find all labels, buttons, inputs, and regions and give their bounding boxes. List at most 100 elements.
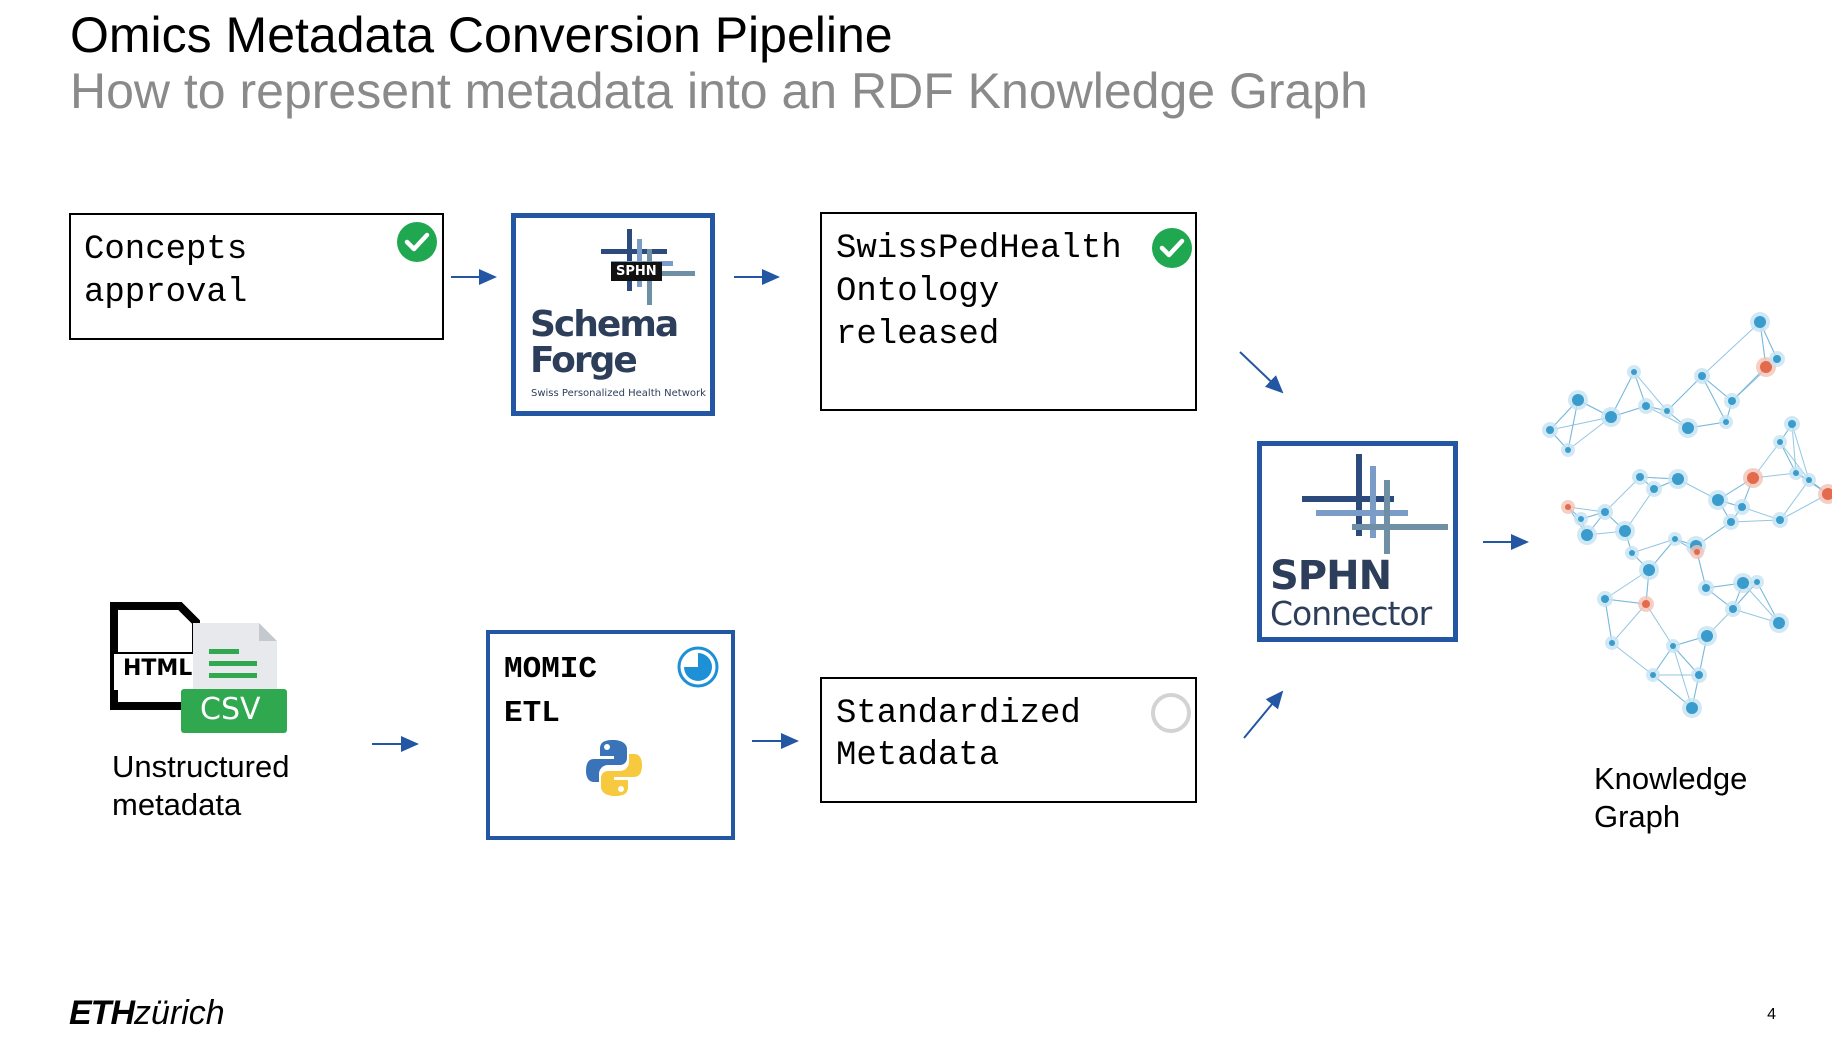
sphn-badge: SPHN bbox=[611, 262, 662, 281]
arrow-standardized-to-connector bbox=[1243, 690, 1284, 739]
slide-subtitle: How to represent metadata into an RDF Kn… bbox=[70, 63, 1368, 119]
graph-node bbox=[1619, 525, 1631, 537]
eth-zurich-logo: ETHzürich bbox=[69, 995, 225, 1031]
graph-edge bbox=[1730, 519, 1781, 523]
graph-edge bbox=[1549, 416, 1612, 431]
graph-node bbox=[1601, 508, 1609, 516]
graph-edge bbox=[1604, 476, 1641, 513]
html-file-label: HTML bbox=[123, 656, 193, 681]
graph-node bbox=[1698, 372, 1706, 380]
graph-node bbox=[1672, 473, 1684, 485]
check-icon bbox=[1152, 228, 1192, 268]
knowledge-graph-network bbox=[1542, 312, 1832, 718]
graph-edge bbox=[1611, 642, 1654, 676]
graph-node bbox=[1712, 494, 1724, 506]
unstructured-caption: Unstructured metadata bbox=[112, 749, 290, 822]
sphn-connector-line1: SPHN bbox=[1270, 553, 1392, 599]
momic-etl-label: MOMIC ETL bbox=[504, 652, 598, 731]
check-icon bbox=[397, 222, 437, 262]
graph-edge bbox=[1791, 423, 1810, 481]
graph-node bbox=[1695, 671, 1703, 679]
graph-node bbox=[1754, 316, 1766, 328]
graph-node bbox=[1664, 408, 1670, 414]
graph-node bbox=[1581, 529, 1593, 541]
standardized-metadata-box: Standardized Metadata bbox=[820, 677, 1197, 803]
graph-node bbox=[1546, 426, 1554, 434]
graph-edge bbox=[1666, 375, 1703, 412]
graph-node bbox=[1631, 369, 1637, 375]
concepts-approval-box: Concepts approval bbox=[69, 213, 444, 340]
graph-node bbox=[1682, 422, 1694, 434]
graph-node bbox=[1728, 397, 1736, 405]
graph-node bbox=[1727, 518, 1735, 526]
graph-edge bbox=[1779, 479, 1810, 521]
schema-forge-logo: SPHN Schema Forge Swiss Personalized Hea… bbox=[511, 213, 715, 416]
graph-node bbox=[1701, 630, 1713, 642]
graph-node bbox=[1629, 550, 1635, 556]
graph-node bbox=[1773, 355, 1781, 363]
eth-logo-italic: zürich bbox=[134, 994, 225, 1032]
graph-node bbox=[1754, 579, 1760, 585]
sphn-connector-line2: Connector bbox=[1270, 594, 1432, 633]
csv-file-icon bbox=[181, 623, 287, 733]
graph-node bbox=[1702, 584, 1710, 592]
graph-node bbox=[1565, 447, 1571, 453]
graph-edge bbox=[1701, 375, 1727, 423]
graph-node bbox=[1650, 672, 1656, 678]
graph-node bbox=[1670, 643, 1676, 649]
graph-node bbox=[1601, 595, 1609, 603]
graph-node bbox=[1723, 419, 1729, 425]
momic-etl-box: MOMIC ETL bbox=[486, 630, 735, 840]
graph-node bbox=[1578, 516, 1584, 522]
schema-forge-line2: Forge bbox=[530, 340, 638, 381]
page-number: 4 bbox=[1767, 1006, 1776, 1023]
graph-node bbox=[1788, 420, 1796, 428]
graph-edge bbox=[1701, 321, 1761, 377]
python-icon bbox=[586, 740, 642, 796]
schema-forge-line1: Schema bbox=[530, 304, 679, 345]
schema-forge-tagline: Swiss Personalized Health Network bbox=[531, 388, 706, 399]
slide-title: Omics Metadata Conversion Pipeline bbox=[70, 7, 893, 63]
graph-node bbox=[1747, 472, 1759, 484]
progress-icon bbox=[677, 646, 719, 688]
graph-edge bbox=[1672, 645, 1693, 709]
html-file-icon bbox=[110, 602, 200, 710]
graph-node bbox=[1777, 439, 1783, 445]
graph-node bbox=[1773, 617, 1785, 629]
knowledge-graph-caption: Knowledge Graph bbox=[1594, 761, 1748, 834]
graph-edge bbox=[1631, 538, 1676, 554]
arrow-ontology-to-connector bbox=[1239, 351, 1284, 394]
graph-node bbox=[1822, 488, 1832, 500]
graph-node bbox=[1572, 394, 1584, 406]
graph-node bbox=[1643, 564, 1655, 576]
graph-node bbox=[1605, 411, 1617, 423]
graph-edge bbox=[1779, 441, 1810, 481]
graph-node bbox=[1694, 549, 1700, 555]
graph-node bbox=[1650, 485, 1658, 493]
graph-edge bbox=[1611, 603, 1647, 644]
graph-node bbox=[1760, 361, 1772, 373]
graph-edge bbox=[1791, 423, 1797, 474]
graph-node bbox=[1737, 577, 1749, 589]
graph-node bbox=[1793, 470, 1799, 476]
graph-node bbox=[1776, 516, 1784, 524]
pending-status-icon bbox=[1151, 693, 1191, 733]
graph-node bbox=[1642, 402, 1650, 410]
graph-node bbox=[1636, 473, 1644, 481]
sphn-cross-icon bbox=[1302, 454, 1448, 554]
concepts-approval-label: Concepts approval bbox=[84, 231, 248, 312]
graph-node bbox=[1738, 503, 1746, 511]
ontology-released-box: SwissPedHealth Ontology released bbox=[820, 212, 1197, 411]
sphn-connector-logo: SPHN Connector bbox=[1257, 441, 1458, 642]
graph-node bbox=[1686, 702, 1698, 714]
eth-logo-bold: ETH bbox=[69, 994, 135, 1032]
graph-edge bbox=[1645, 603, 1674, 647]
graph-node bbox=[1565, 504, 1571, 510]
graph-node bbox=[1642, 600, 1650, 608]
graph-node bbox=[1806, 477, 1812, 483]
standardized-metadata-label: Standardized Metadata bbox=[836, 695, 1081, 775]
graph-node bbox=[1609, 640, 1615, 646]
graph-node bbox=[1729, 605, 1737, 613]
graph-edge bbox=[1633, 371, 1668, 412]
